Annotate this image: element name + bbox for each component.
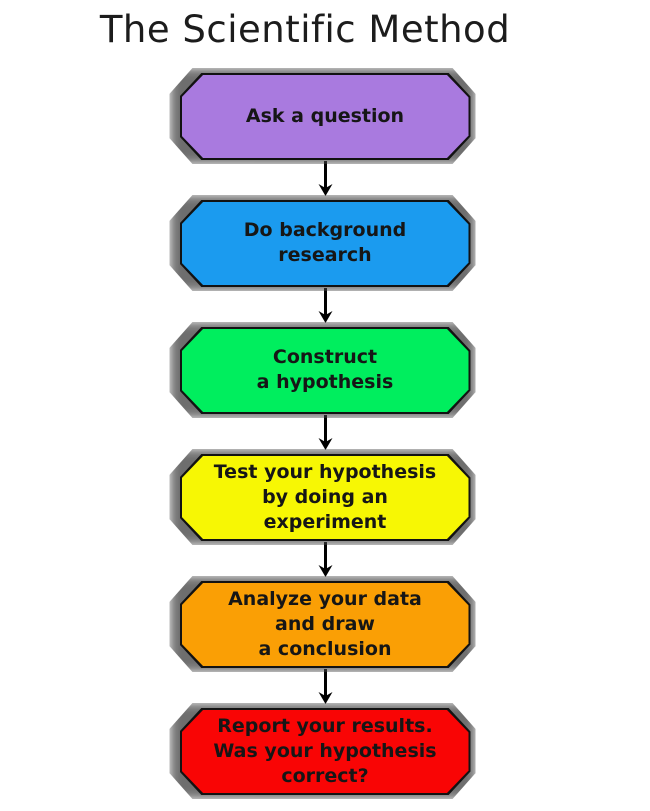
down-arrow-icon: [317, 160, 334, 200]
down-arrow-icon: [317, 668, 334, 708]
step-box: Construct a hypothesis: [181, 329, 469, 412]
flow-step-do-background-research: Do background research: [169, 195, 476, 291]
step-box: Analyze your data and draw a conclusion: [181, 583, 469, 666]
step-box: Do background research: [181, 202, 469, 285]
step-label: Analyze your data and draw a conclusion: [228, 587, 422, 660]
flow-step-construct-a-hypothesis: Construct a hypothesis: [169, 322, 476, 418]
down-arrow-icon: [317, 287, 334, 327]
flow-step-analyze-your-data: Analyze your data and draw a conclusion: [169, 576, 476, 672]
step-box: Report your results. Was your hypothesis…: [181, 710, 469, 793]
down-arrow-icon: [317, 414, 334, 454]
flowchart: Ask a question Do background research Co…: [0, 68, 650, 799]
page-title: The Scientific Method: [99, 8, 511, 51]
step-box: Ask a question: [181, 75, 469, 158]
step-label: Construct a hypothesis: [256, 346, 394, 393]
flow-step-ask-a-question: Ask a question: [169, 68, 476, 164]
flow-step-report-your-results: Report your results. Was your hypothesis…: [169, 703, 476, 799]
step-box: Test your hypothesis by doing an experim…: [181, 456, 469, 539]
step-label: Do background research: [243, 219, 407, 266]
step-label: Report your results. Was your hypothesis…: [213, 714, 437, 787]
flow-step-test-your-hypothesis: Test your hypothesis by doing an experim…: [169, 449, 476, 545]
step-label: Ask a question: [245, 104, 405, 127]
step-label: Test your hypothesis by doing an experim…: [213, 460, 437, 533]
down-arrow-icon: [317, 541, 334, 581]
